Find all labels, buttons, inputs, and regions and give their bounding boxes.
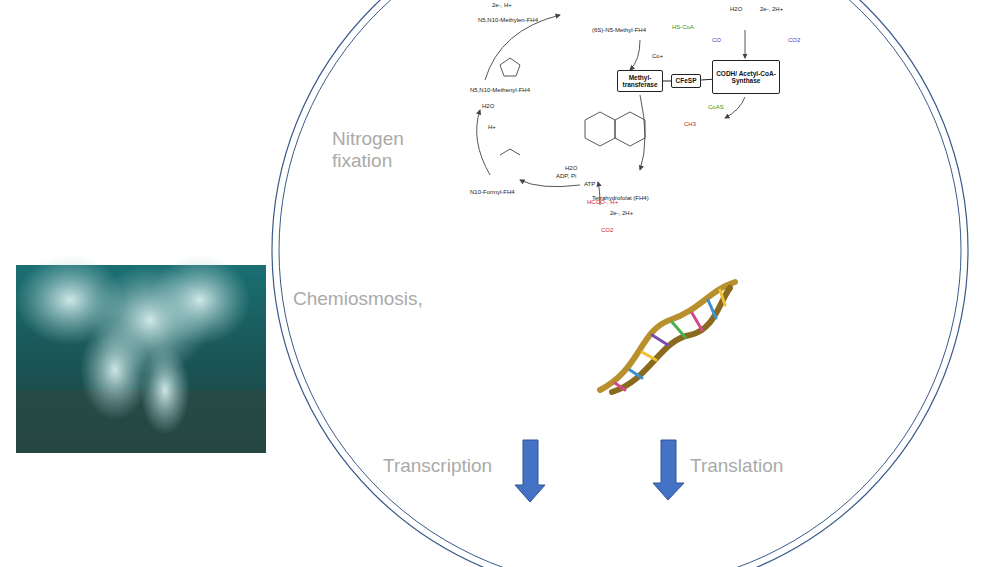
vent-photo — [15, 255, 266, 453]
chemistry-label: H2O — [565, 165, 577, 172]
flow-arrow — [515, 440, 684, 502]
chemistry-label: HS-CoA — [672, 24, 694, 31]
connector — [663, 81, 671, 82]
enzyme-name: CFeSP — [676, 77, 697, 85]
enzyme-box: CODH/ Acetyl-CoA-Synthase — [712, 60, 780, 94]
dna-helix — [600, 282, 735, 392]
chemistry-label: (6S)-N5-Methyl-FH4 — [592, 27, 646, 34]
enzyme-box: Methyl-transferase — [617, 70, 663, 92]
chemistry-label: 2e-, 2H+ — [760, 6, 783, 13]
chemistry-label: 2e-, H+ — [492, 2, 512, 9]
chemistry-label: Co+ — [652, 53, 663, 60]
enzyme-box: CFeSP — [671, 74, 701, 88]
chemistry-label: H2O — [482, 103, 494, 110]
connector — [701, 79, 712, 81]
process-label: Nitrogen fixation — [332, 128, 427, 172]
chemistry-label: CO — [712, 37, 721, 44]
chemistry-label: N10-Formyl-FH4 — [470, 189, 515, 196]
folate-cycle — [477, 15, 745, 205]
chemistry-label: H2O — [730, 6, 742, 13]
chemistry-label: N5,N10-Methylen-FH4 — [478, 17, 538, 24]
chemistry-label: HCOO-, H+ — [587, 199, 618, 206]
chemistry-label: CO2 — [601, 227, 613, 234]
chemistry-label: CH3 — [684, 121, 696, 128]
process-label: Translation — [690, 455, 783, 477]
chemistry-label: CoAS — [708, 104, 724, 111]
chemistry-label: ADP, Pi — [556, 173, 576, 180]
process-label: Chemiosmosis, — [293, 288, 423, 310]
enzyme-name: CODH/ Acetyl-CoA-Synthase — [714, 70, 778, 85]
chemistry-label: N5,N10-Methenyl-FH4 — [470, 87, 530, 94]
process-label: Transcription — [383, 455, 492, 477]
chemistry-label: CO2 — [788, 37, 800, 44]
chemistry-label: 2e-, 2H+ — [610, 210, 633, 217]
chemistry-label: ATP — [584, 181, 595, 188]
chemistry-label: H+ — [488, 124, 496, 131]
cell-outline — [272, 0, 968, 567]
enzyme-name: Methyl-transferase — [619, 74, 661, 89]
